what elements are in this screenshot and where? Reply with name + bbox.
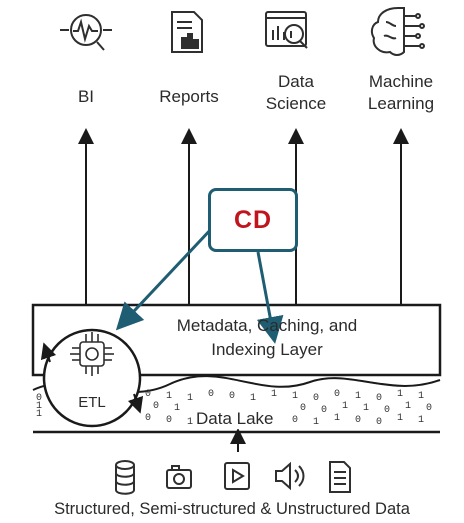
- binary-digit: 0: [145, 389, 151, 400]
- etl-chip-icon: [70, 332, 114, 376]
- binary-digit: 1: [292, 391, 298, 402]
- binary-digit: 1: [313, 417, 319, 428]
- binary-digit: 0: [384, 405, 390, 416]
- binary-digit: 0: [292, 415, 298, 426]
- audio-speaker-icon: [275, 461, 305, 491]
- document-icon: [329, 461, 351, 493]
- binary-digit: 1: [418, 415, 424, 426]
- layer-label-line2: Indexing Layer: [211, 340, 323, 359]
- callout-box: CD: [208, 188, 298, 252]
- bi-analytics-icon: [60, 14, 112, 51]
- data-science-icon: [265, 11, 308, 49]
- layer-label-line1: Metadata, Caching, and: [176, 316, 358, 335]
- binary-digit: 0: [166, 415, 172, 426]
- binary-digit: 0: [145, 413, 151, 424]
- sources-label: Structured, Semi-structured & Unstructur…: [54, 500, 410, 518]
- binary-digit: 0: [229, 391, 235, 402]
- callout-arrow-to-layer: [256, 251, 284, 344]
- binary-digit: 0: [36, 393, 42, 404]
- binary-digit: 1: [166, 391, 172, 402]
- etl-label: ETL: [78, 394, 106, 411]
- binary-digit: 1: [334, 413, 340, 424]
- binary-digit: 1: [355, 391, 361, 402]
- etl-circle: [42, 328, 142, 428]
- binary-digit: 1: [271, 389, 277, 400]
- binary-digit: 1: [418, 391, 424, 402]
- consumer-label-ml-line2: Learning: [367, 94, 435, 113]
- callout-arrow-to-etl: [115, 224, 216, 331]
- consumer-label-ml-line1: Machine: [368, 72, 434, 91]
- binary-digit: 1: [187, 393, 193, 404]
- brain-circuit-icon: [370, 7, 425, 56]
- binary-digit: 1: [342, 401, 348, 412]
- binary-digit: 1: [174, 403, 180, 414]
- binary-digit: 0: [426, 403, 432, 414]
- binary-digit: 0: [334, 389, 340, 400]
- binary-digit: 0: [153, 401, 159, 412]
- database-icon: [115, 460, 135, 495]
- binary-digit: 0: [376, 393, 382, 404]
- binary-digit: 1: [187, 417, 193, 428]
- video-play-icon: [224, 462, 250, 490]
- binary-digit: 0: [321, 405, 327, 416]
- binary-digit: 1: [250, 393, 256, 404]
- binary-digit: 1: [36, 409, 42, 420]
- consumer-label-bi: BI: [77, 87, 95, 106]
- binary-digit: 1: [405, 401, 411, 412]
- binary-digit: 0: [300, 403, 306, 414]
- binary-digit: 1: [397, 389, 403, 400]
- data-lake-label: Data Lake: [193, 409, 277, 429]
- camera-icon: [166, 465, 192, 489]
- consumer-label-data-science-line1: Data: [278, 72, 314, 91]
- binary-digit: 1: [397, 413, 403, 424]
- binary-digit: 0: [208, 389, 214, 400]
- etl-cycle-arrow-right: [127, 393, 144, 414]
- report-chart-icon: [171, 11, 203, 53]
- consumer-label-reports: Reports: [159, 87, 219, 106]
- binary-digit: 1: [363, 403, 369, 414]
- binary-digits: 0110011100101101001101000110110110011011: [36, 389, 432, 428]
- binary-digit: 1: [36, 401, 42, 412]
- callout-label: CD: [233, 205, 273, 234]
- binary-digit: 0: [376, 417, 382, 428]
- consumer-label-data-science-line2: Science: [265, 94, 327, 113]
- binary-digit: 0: [313, 393, 319, 404]
- etl-cycle-arrow-left: [40, 342, 57, 363]
- binary-digit: 0: [355, 415, 361, 426]
